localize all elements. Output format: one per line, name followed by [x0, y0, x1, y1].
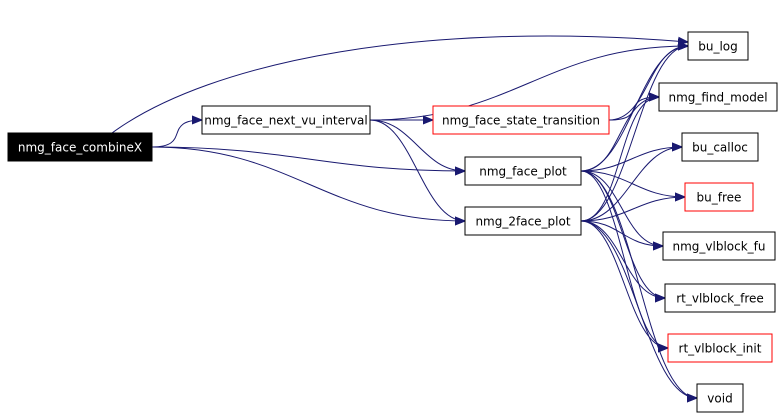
node-next-vu[interactable]: nmg_face_next_vu_interval	[201, 105, 371, 135]
edge-next_vu-to-bu_log	[369, 46, 688, 121]
edge-face2_plot-to-bu_calloc	[580, 147, 682, 222]
node-box	[684, 182, 754, 212]
node-vlblock-init[interactable]: rt_vlblock_init	[667, 333, 773, 363]
edge-face_plot-to-vlblock_init	[580, 170, 668, 348]
node-face2-plot[interactable]: nmg_2face_plot	[464, 206, 582, 236]
node-label: nmg_face_plot	[479, 165, 567, 179]
edge-face2_plot-to-find_model	[580, 97, 659, 222]
node-label: bu_calloc	[692, 141, 748, 155]
edge-face2_plot-to-void	[580, 220, 697, 398]
node-box	[667, 333, 773, 363]
node-box	[432, 105, 610, 135]
node-box	[662, 231, 776, 261]
node-face-plot[interactable]: nmg_face_plot	[464, 156, 582, 186]
edge-combine-to-face2_plot	[151, 146, 465, 221]
node-label: bu_free	[697, 191, 742, 205]
node-state-tr[interactable]: nmg_face_state_transition	[432, 105, 610, 135]
edge-combine-to-bu_log	[111, 35, 688, 134]
edge-next_vu-to-face_plot	[369, 119, 465, 171]
node-box	[201, 105, 371, 135]
node-void[interactable]: void	[696, 383, 744, 413]
node-box	[464, 206, 582, 236]
node-label: rt_vlblock_free	[676, 292, 764, 306]
node-vlblock-free[interactable]: rt_vlblock_free	[664, 283, 776, 313]
edge-face2_plot-to-bu_free	[580, 197, 685, 222]
node-bu-log[interactable]: bu_log	[687, 31, 749, 61]
node-combine[interactable]: nmg_face_combineX	[7, 132, 153, 162]
node-label: nmg_face_next_vu_interval	[204, 114, 368, 128]
node-box	[687, 31, 749, 61]
edge-face2_plot-to-vlblock_fu	[580, 220, 663, 246]
node-label: nmg_find_model	[668, 91, 767, 105]
edge-face_plot-to-vlblock_fu	[580, 170, 663, 246]
edge-face_plot-to-bu_free	[580, 170, 685, 197]
node-bu-free[interactable]: bu_free	[684, 182, 754, 212]
edge-next_vu-to-face2_plot	[369, 119, 465, 221]
node-label: nmg_face_state_transition	[442, 114, 600, 128]
node-label: void	[707, 392, 732, 406]
nodes-layer: nmg_face_combineX nmg_face_next_vu_interv…	[7, 31, 778, 413]
edge-face2_plot-to-bu_log	[580, 46, 688, 222]
edge-face_plot-to-bu_calloc	[580, 147, 682, 172]
edges-layer	[111, 35, 697, 398]
node-find-model[interactable]: nmg_find_model	[658, 82, 778, 112]
node-box	[464, 156, 582, 186]
node-box	[696, 383, 744, 413]
node-box	[7, 132, 153, 162]
edge-combine-to-face_plot	[151, 146, 465, 171]
node-label: bu_log	[698, 40, 738, 54]
node-label: rt_vlblock_init	[679, 342, 762, 356]
edge-face2_plot-to-vlblock_init	[580, 220, 668, 348]
node-label: nmg_face_combineX	[18, 141, 142, 155]
node-box	[681, 132, 759, 162]
node-vlblock-fu[interactable]: nmg_vlblock_fu	[662, 231, 776, 261]
node-box	[664, 283, 776, 313]
node-box	[658, 82, 778, 112]
edge-combine-to-next_vu	[151, 120, 202, 148]
node-label: nmg_2face_plot	[475, 215, 570, 229]
node-bu-calloc[interactable]: bu_calloc	[681, 132, 759, 162]
node-label: nmg_vlblock_fu	[672, 240, 765, 254]
